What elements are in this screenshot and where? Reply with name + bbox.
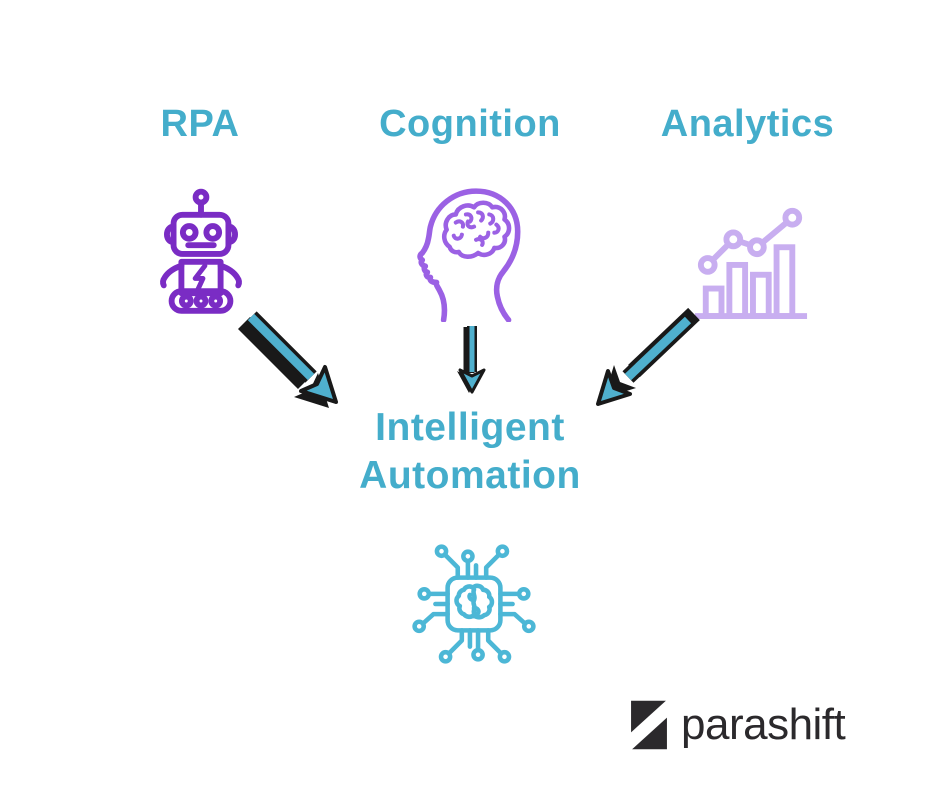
column-heading-cognition: Cognition <box>379 103 561 145</box>
result-title-line2: Automation <box>359 454 581 497</box>
arrow-down-left-icon <box>584 306 704 418</box>
bar-chart-line-icon <box>692 198 810 324</box>
column-heading-rpa: RPA <box>160 103 240 145</box>
result-title: Intelligent Automation <box>300 404 640 500</box>
column-heading-analytics: Analytics <box>660 103 835 145</box>
chip-brain-icon <box>407 537 541 671</box>
brand-logo-text: parashift <box>681 700 846 749</box>
result-title-line1: Intelligent <box>375 406 565 449</box>
robot-icon <box>152 186 250 318</box>
arrow-down-icon <box>448 320 492 400</box>
brand-logo: parashift <box>630 700 846 750</box>
parashift-logo-mark <box>631 700 667 750</box>
arrow-down-right-icon <box>233 303 348 418</box>
head-brain-icon <box>413 184 527 322</box>
